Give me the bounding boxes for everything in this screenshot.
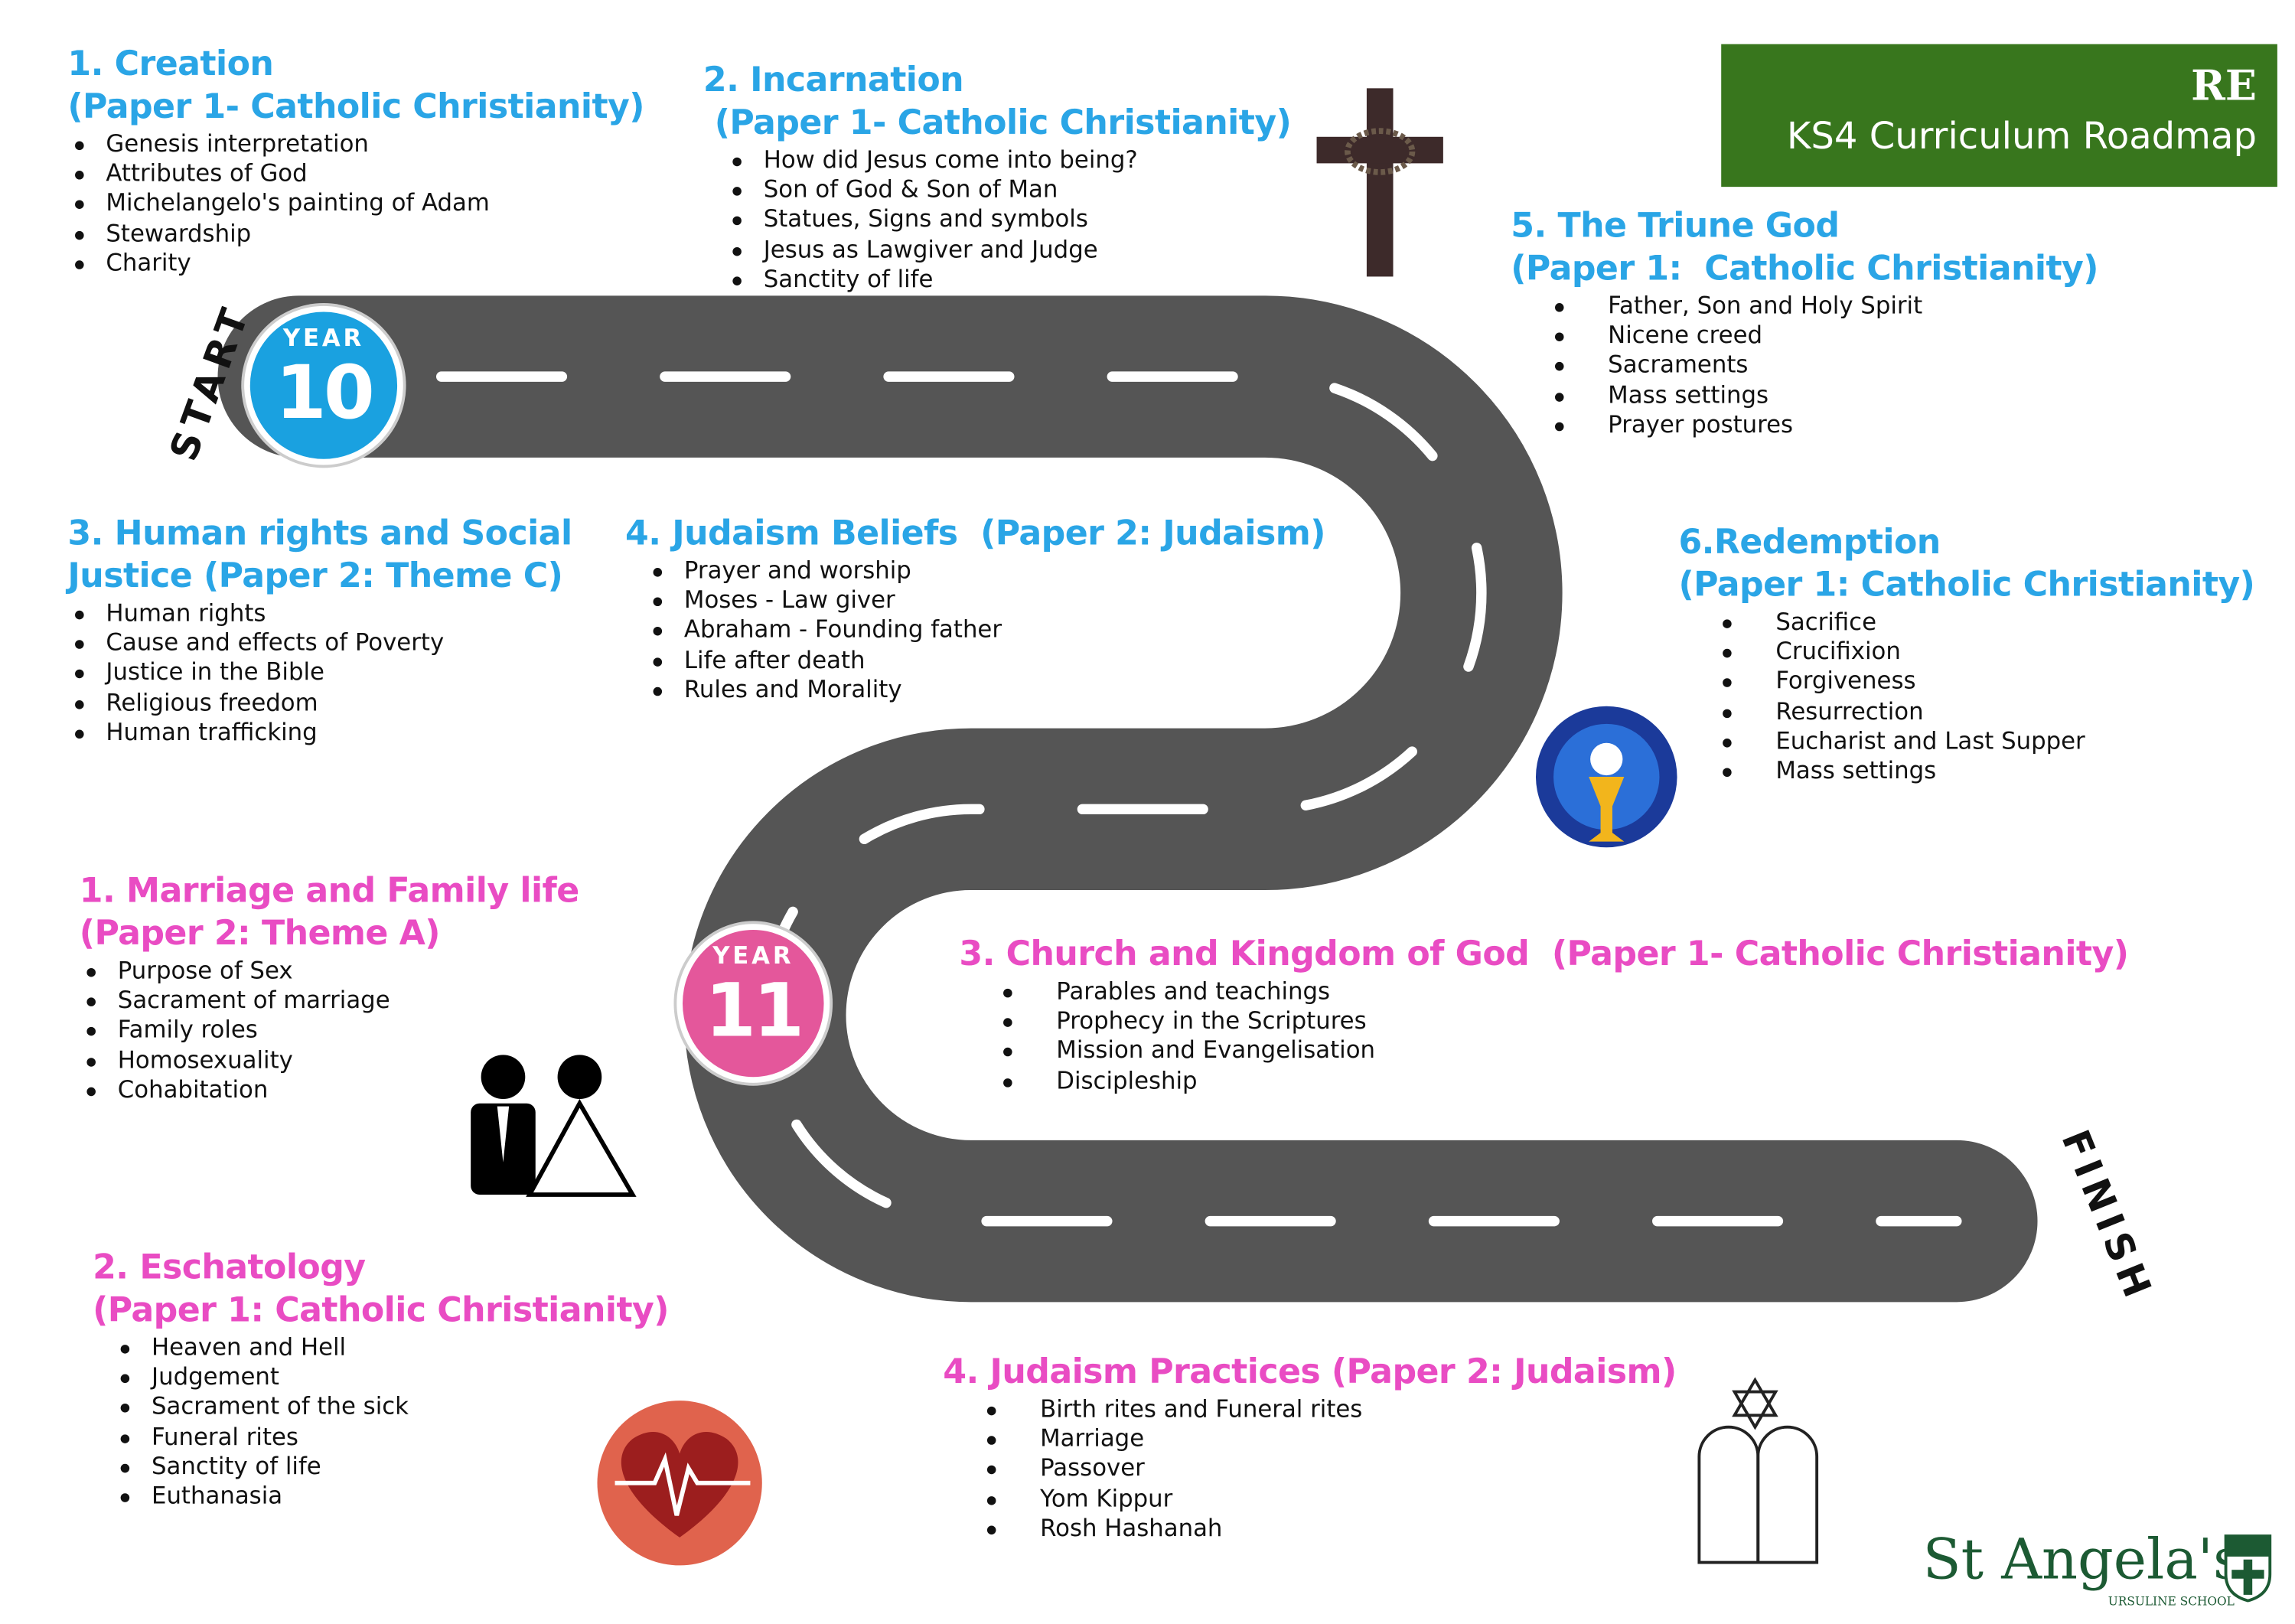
- topic-item: Homosexuality: [80, 1045, 579, 1075]
- topic-item: Mission and Evangelisation: [983, 1036, 2128, 1066]
- topic-item: Family roles: [80, 1016, 579, 1045]
- topic-item: Funeral rites: [113, 1422, 669, 1452]
- topic-item: Life after death: [646, 645, 1325, 675]
- topic-item: Son of God & Son of Man: [725, 175, 1291, 205]
- topic-redemption: 6.Redemption(Paper 1: Catholic Christian…: [1678, 522, 2254, 786]
- year-number: 11: [705, 967, 804, 1054]
- topic-heading: 2. Incarnation (Paper 1- Catholic Christ…: [703, 61, 1292, 143]
- topic-item: Moses - Law giver: [646, 586, 1325, 616]
- topic-item: Euthanasia: [113, 1482, 669, 1511]
- topic-item: Eucharist and Last Supper: [1702, 726, 2254, 756]
- year10-badge: YEAR 10: [244, 305, 403, 465]
- topic-item: Marriage: [967, 1424, 1677, 1454]
- topic-item: Attributes of God: [67, 159, 644, 189]
- topic-item: Resurrection: [1702, 696, 2254, 726]
- ten-commandments-icon: [1697, 1377, 1819, 1564]
- topic-item: Human rights: [67, 598, 572, 628]
- year-word: YEAR: [282, 323, 365, 352]
- topic-heading: 3. Church and Kingdom of God (Paper 1- C…: [959, 935, 2129, 974]
- topic-item: Michelangelo's painting of Adam: [67, 189, 644, 219]
- topic-item: Father, Son and Holy Spirit: [1534, 292, 2098, 321]
- topic-item: Statues, Signs and symbols: [725, 205, 1291, 235]
- school-tagline: URSULINE SCHOOL: [2108, 1594, 2235, 1609]
- topic-item: Heaven and Hell: [113, 1333, 669, 1363]
- topic-item: Parables and teachings: [983, 977, 2128, 1006]
- topic-item: Jesus as Lawgiver and Judge: [725, 235, 1291, 265]
- roadmap-subtitle: KS4 Curriculum Roadmap: [1786, 114, 2257, 158]
- topic-item: Prayer and worship: [646, 556, 1325, 586]
- topic-item: Nicene creed: [1534, 321, 2098, 351]
- topic-item: Stewardship: [67, 219, 644, 249]
- heartbeat-icon: [597, 1401, 762, 1566]
- topic-item: Charity: [67, 249, 644, 279]
- topic-judaism-beliefs: 4. Judaism Beliefs (Paper 2: Judaism) Pr…: [625, 514, 1325, 705]
- year-word: YEAR: [712, 941, 794, 970]
- topic-eschatology: 2. Eschatology(Paper 1: Catholic Christi…: [93, 1247, 669, 1511]
- topic-heading: 5. The Triune God(Paper 1: Catholic Chri…: [1511, 207, 2098, 289]
- topic-item: Rosh Hashanah: [967, 1514, 1677, 1544]
- topic-item: Sacrament of the sick: [113, 1392, 669, 1422]
- topic-item: Cohabitation: [80, 1075, 579, 1105]
- topic-item: How did Jesus come into being?: [725, 145, 1291, 175]
- year11-badge: YEAR 11: [676, 924, 830, 1083]
- topic-judaism-practices: 4. Judaism Practices (Paper 2: Judaism) …: [943, 1352, 1677, 1544]
- topic-item: Human trafficking: [67, 718, 572, 748]
- topic-heading: 4. Judaism Beliefs (Paper 2: Judaism): [625, 514, 1325, 553]
- topic-item: Cause and effects of Poverty: [67, 628, 572, 658]
- topic-triune-god: 5. The Triune God(Paper 1: Catholic Chri…: [1511, 206, 2098, 440]
- topic-item: Sanctity of life: [725, 265, 1291, 295]
- topic-heading: 1. Creation(Paper 1- Catholic Christiani…: [67, 45, 644, 127]
- topic-item: Mass settings: [1534, 380, 2098, 410]
- topic-item: Justice in the Bible: [67, 658, 572, 688]
- school-name: St Angela's: [1922, 1527, 2242, 1593]
- year-number: 10: [275, 350, 375, 436]
- topic-heading: 1. Marriage and Family life(Paper 2: The…: [79, 872, 579, 954]
- topic-item: Sanctity of life: [113, 1452, 669, 1482]
- road-dashes: [435, 371, 1962, 1227]
- subject-title: RE: [2191, 61, 2257, 111]
- topic-marriage-family: 1. Marriage and Family life(Paper 2: The…: [80, 871, 579, 1105]
- topic-item: Prophecy in the Scriptures: [983, 1006, 2128, 1036]
- topic-item: Mass settings: [1702, 756, 2254, 786]
- topic-item: Sacraments: [1534, 351, 2098, 380]
- topic-item: Forgiveness: [1702, 667, 2254, 697]
- title-banner: RE KS4 Curriculum Roadmap: [1721, 44, 2277, 188]
- topic-heading: 6.Redemption(Paper 1: Catholic Christian…: [1678, 523, 2255, 605]
- topic-item: Judgement: [113, 1363, 669, 1393]
- school-crest-icon: [2224, 1534, 2272, 1603]
- topic-item: Genesis interpretation: [67, 129, 644, 159]
- topic-church-kingdom: 3. Church and Kingdom of God (Paper 1- C…: [959, 934, 2129, 1096]
- topic-item: Purpose of Sex: [80, 957, 579, 986]
- topic-item: Passover: [967, 1454, 1677, 1484]
- topic-item: Rules and Morality: [646, 675, 1325, 705]
- topic-incarnation: 2. Incarnation (Paper 1- Catholic Christ…: [703, 60, 1292, 295]
- topic-heading: 2. Eschatology(Paper 1: Catholic Christi…: [93, 1249, 669, 1330]
- topic-item: Prayer postures: [1534, 410, 2098, 440]
- topic-creation: 1. Creation(Paper 1- Catholic Christiani…: [67, 44, 644, 279]
- topic-item: Discipleship: [983, 1066, 2128, 1096]
- topic-item: Religious freedom: [67, 688, 572, 718]
- topic-item: Crucifixion: [1702, 638, 2254, 667]
- topic-item: Abraham - Founding father: [646, 615, 1325, 645]
- topic-item: Sacrifice: [1702, 608, 2254, 638]
- topic-item: Yom Kippur: [967, 1484, 1677, 1514]
- wedding-couple-icon: [471, 1055, 637, 1197]
- topic-item: Sacrament of marriage: [80, 986, 579, 1016]
- cross-icon: [1316, 88, 1443, 277]
- school-logo: St Angela's URSULINE SCHOOL: [1920, 1527, 2273, 1612]
- eucharist-icon: [1535, 706, 1677, 848]
- topic-item: Birth rites and Funeral rites: [967, 1394, 1677, 1424]
- topic-heading: 4. Judaism Practices (Paper 2: Judaism): [943, 1353, 1677, 1392]
